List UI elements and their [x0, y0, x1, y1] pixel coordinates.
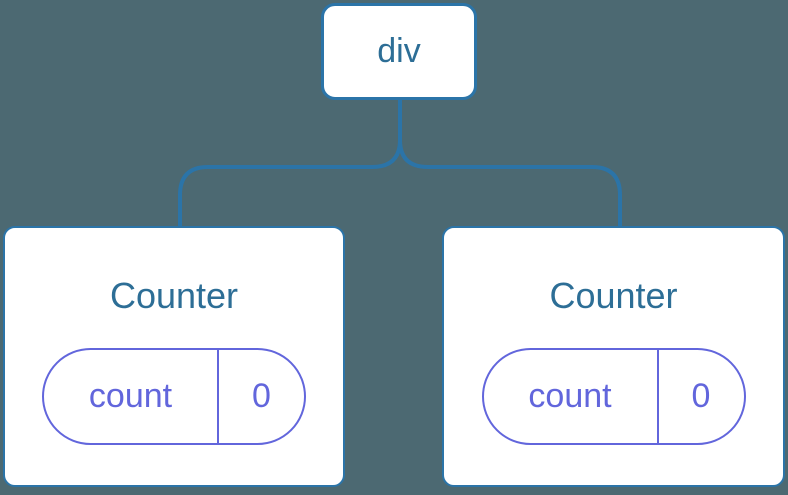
root-node-label: div	[377, 32, 421, 70]
state-key-label: count	[528, 377, 612, 415]
root-node-div: div	[321, 3, 477, 100]
counter-node-right: Counter count 0	[442, 226, 785, 487]
counter-node-left: Counter count 0	[3, 226, 345, 487]
state-key-cell: count	[44, 350, 217, 443]
state-value-cell: 0	[656, 350, 744, 443]
connector-right-branch	[398, 100, 622, 228]
state-key-cell: count	[484, 350, 657, 443]
connector-left-branch	[178, 100, 402, 228]
state-pill-right: count 0	[481, 348, 746, 445]
state-value-label: 0	[691, 377, 711, 415]
state-value-cell: 0	[217, 350, 304, 443]
state-value-label: 0	[252, 377, 271, 415]
counter-right-title: Counter	[549, 275, 678, 316]
state-pill-left: count 0	[42, 348, 306, 445]
state-key-label: count	[88, 377, 173, 415]
counter-left-title: Counter	[109, 275, 239, 316]
